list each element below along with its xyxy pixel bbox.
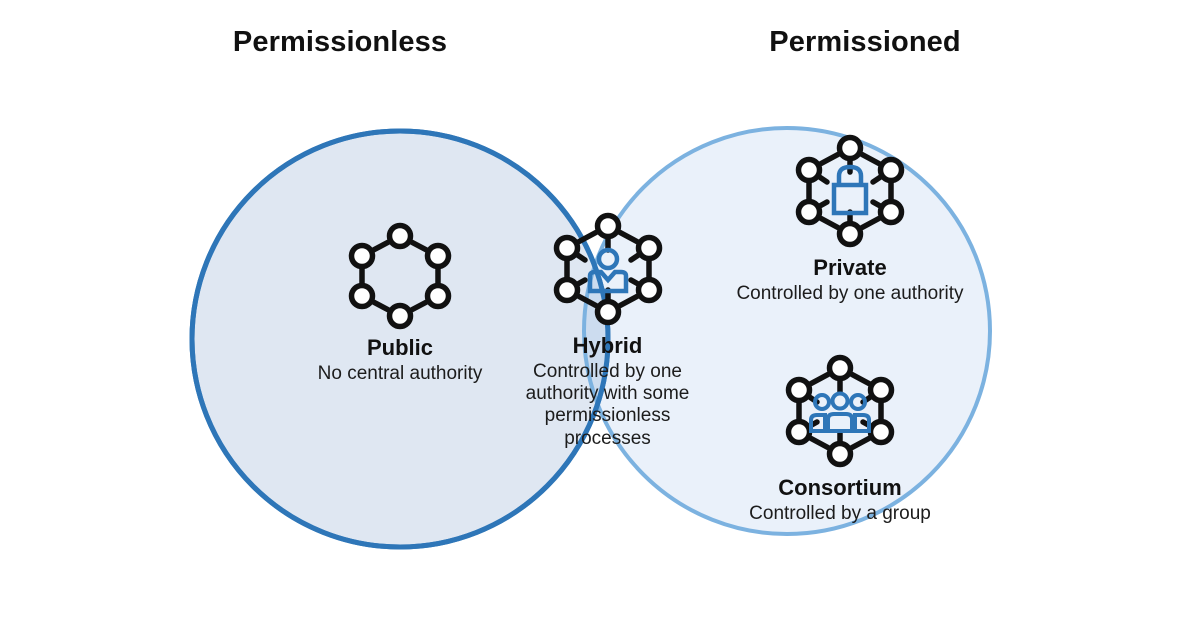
private-description: Controlled by one authority xyxy=(736,282,964,304)
hexagon-network-lock-icon xyxy=(795,134,905,248)
hexagon-network-person-icon xyxy=(553,212,662,326)
permissionless-circle-outline xyxy=(189,128,611,550)
header-permissionless: Permissionless xyxy=(232,26,448,58)
hybrid-description: Controlled by one authority with some pe… xyxy=(525,360,690,449)
group-hybrid: Hybrid Controlled by one authority with … xyxy=(505,210,710,450)
header-permissioned: Permissioned xyxy=(769,26,961,58)
person-glyph xyxy=(587,247,628,294)
consortium-description: Controlled by a group xyxy=(749,502,931,524)
hexagon-network-group-icon xyxy=(785,354,895,468)
lock-glyph xyxy=(831,164,869,216)
group-private: Private Controlled by one authority xyxy=(700,132,1000,305)
overlap-region xyxy=(582,131,608,536)
consortium-title: Consortium xyxy=(778,475,902,500)
public-description: No central authority xyxy=(317,362,483,384)
public-title: Public xyxy=(366,335,433,360)
group-consortium: Consortium Controlled by a group xyxy=(690,352,990,525)
group-public: Public No central authority xyxy=(215,222,585,385)
hexagon-network-icon xyxy=(348,222,452,330)
private-title: Private xyxy=(813,255,887,280)
hybrid-title: Hybrid xyxy=(572,333,643,358)
group-people-glyph xyxy=(809,391,871,433)
